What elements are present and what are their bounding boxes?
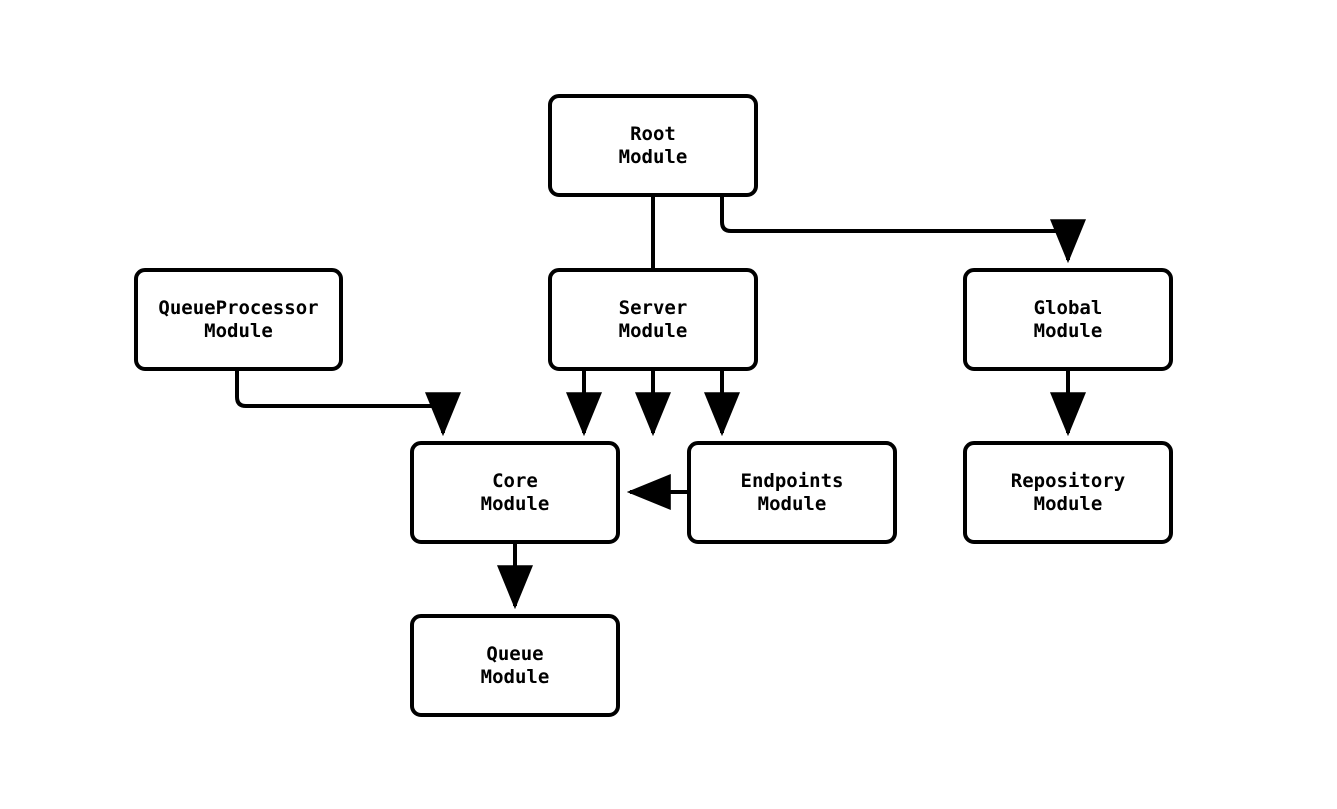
node-queue-module-line-2: Module bbox=[480, 665, 550, 688]
node-server-module[interactable]: Server Module bbox=[548, 268, 758, 371]
node-root-module-line-1: Root bbox=[630, 122, 676, 145]
node-repository-module[interactable]: Repository Module bbox=[963, 441, 1173, 544]
node-global-module[interactable]: Global Module bbox=[963, 268, 1173, 371]
node-core-module-line-2: Module bbox=[480, 492, 550, 515]
node-core-module[interactable]: Core Module bbox=[410, 441, 620, 544]
node-queueprocessor-module-line-2: Module bbox=[204, 319, 273, 342]
node-server-module-line-1: Server bbox=[618, 296, 688, 319]
node-endpoints-module-line-2: Module bbox=[757, 492, 827, 515]
node-repository-module-line-2: Module bbox=[1033, 492, 1103, 515]
node-server-module-line-2: Module bbox=[618, 319, 688, 342]
node-root-module-line-2: Module bbox=[618, 145, 688, 168]
node-repository-module-line-1: Repository bbox=[1010, 469, 1126, 492]
node-endpoints-module[interactable]: Endpoints Module bbox=[687, 441, 897, 544]
node-core-module-line-1: Core bbox=[492, 469, 538, 492]
node-endpoints-module-line-1: Endpoints bbox=[740, 469, 844, 492]
edge-queueprocessor-to-core bbox=[235, 371, 461, 437]
node-global-module-line-1: Global bbox=[1033, 296, 1103, 319]
node-queueprocessor-module-line-1: QueueProcessor bbox=[158, 296, 319, 319]
edge-root-to-global bbox=[720, 197, 1086, 264]
node-root-module[interactable]: Root Module bbox=[548, 94, 758, 197]
node-queue-module[interactable]: Queue Module bbox=[410, 614, 620, 717]
node-queue-module-line-1: Queue bbox=[486, 642, 544, 665]
node-global-module-line-2: Module bbox=[1033, 319, 1103, 342]
node-queueprocessor-module[interactable]: QueueProcessor Module bbox=[134, 268, 343, 371]
